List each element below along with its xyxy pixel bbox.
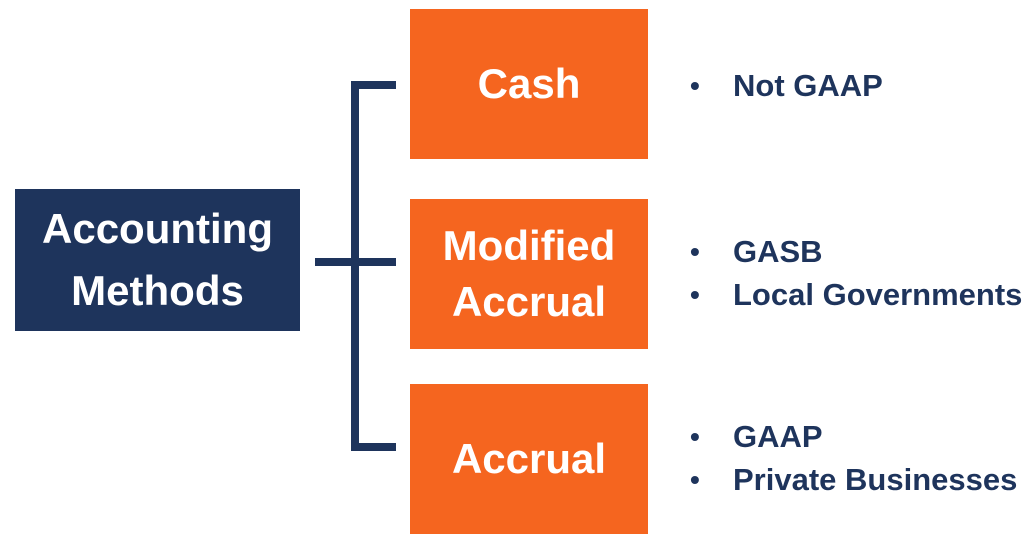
- accounting-methods-label: Accounting Methods: [42, 205, 273, 314]
- accrual-label: Accrual: [451, 435, 607, 482]
- connector-top-branch: [351, 81, 396, 89]
- bullet-icon: •: [690, 69, 700, 101]
- cash-box: Cash: [410, 9, 648, 159]
- connector-bottom-branch: [351, 443, 396, 451]
- bullet-text: Not GAAP: [733, 67, 883, 103]
- bullet-item: • Private Businesses: [690, 458, 1017, 501]
- bullet-item: • GAAP: [690, 415, 1017, 458]
- bullet-item: • GASB: [690, 230, 1022, 273]
- accrual-box: Accrual: [410, 384, 648, 534]
- accrual-bullet-list: • GAAP • Private Businesses: [690, 415, 1017, 501]
- bullet-text: Private Businesses: [733, 461, 1018, 497]
- bullet-icon: •: [690, 463, 700, 495]
- accounting-methods-box: Accounting Methods: [15, 189, 300, 331]
- bullet-icon: •: [690, 235, 700, 267]
- modified-accrual-label: Modified Accrual: [442, 222, 616, 325]
- connector-middle-branch: [315, 258, 396, 266]
- cash-label: Cash: [477, 60, 581, 107]
- bullet-text: GAAP: [733, 418, 823, 454]
- bullet-item: • Local Governments: [690, 273, 1022, 316]
- bullet-text: Local Governments: [733, 276, 1023, 312]
- modified-accrual-bullet-list: • GASB • Local Governments: [690, 230, 1022, 316]
- connector-vertical-line: [351, 81, 359, 451]
- bullet-item: • Not GAAP: [690, 64, 883, 107]
- cash-bullet-list: • Not GAAP: [690, 64, 883, 107]
- modified-accrual-box: Modified Accrual: [410, 199, 648, 349]
- bullet-icon: •: [690, 278, 700, 310]
- bullet-icon: •: [690, 420, 700, 452]
- bullet-text: GASB: [733, 233, 823, 269]
